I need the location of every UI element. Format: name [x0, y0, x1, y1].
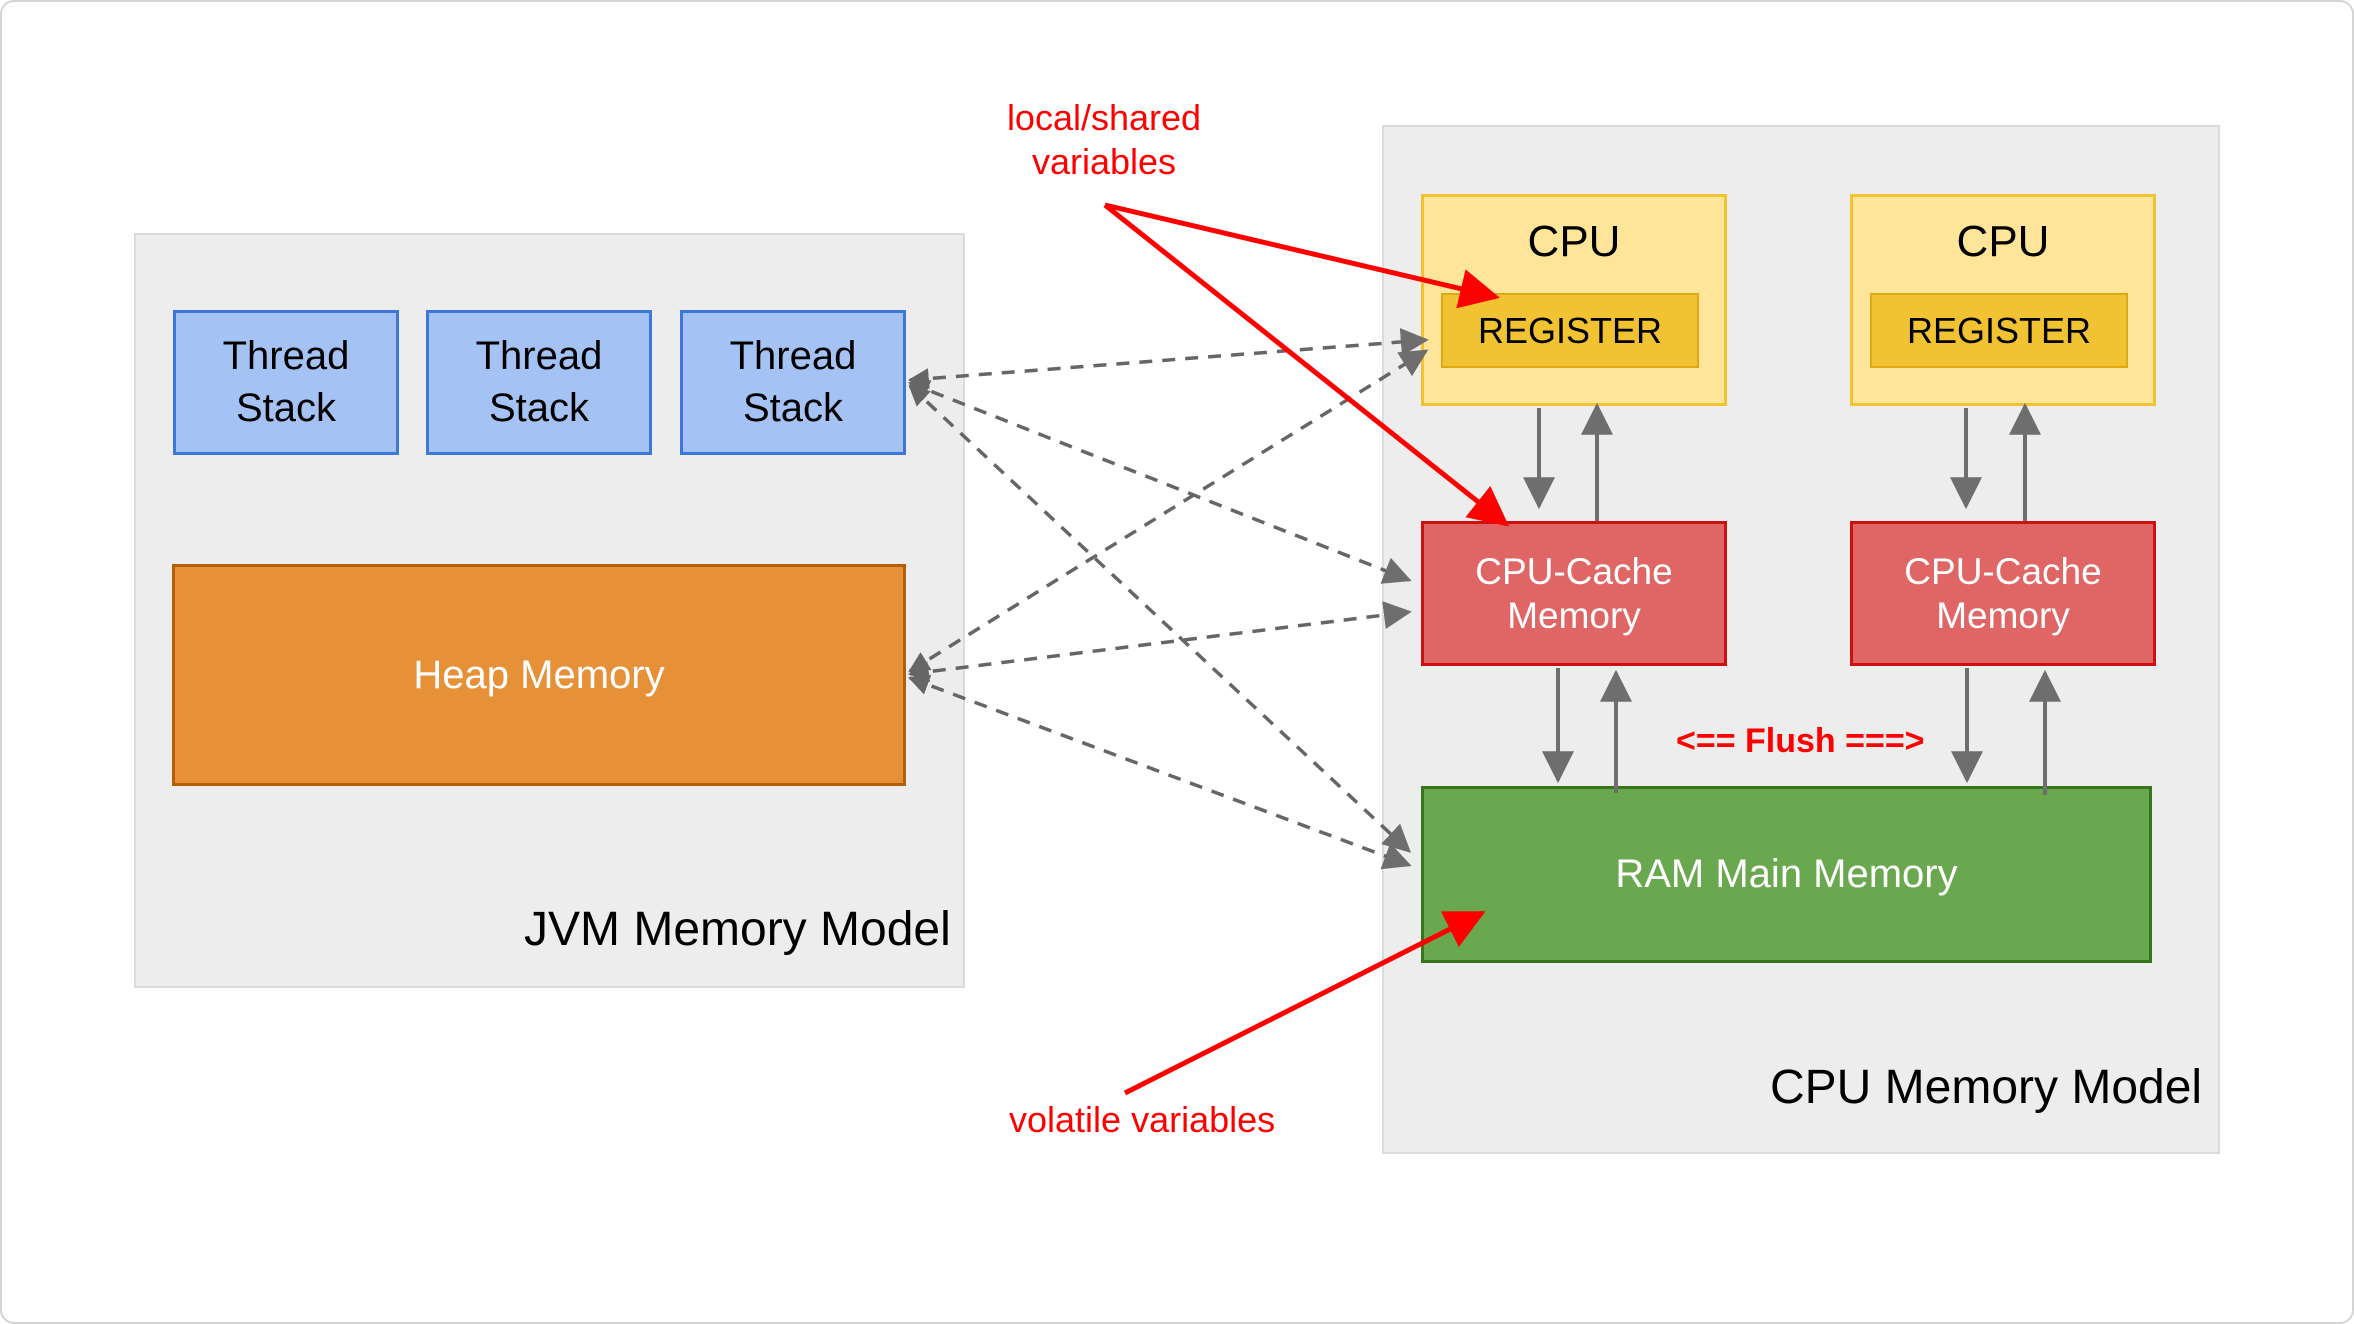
- register-box-2: REGISTER: [1870, 293, 2128, 368]
- dashed-arrow-threadstack-ram: [908, 384, 1412, 853]
- dashed-arrow-heap-cache: [907, 601, 1412, 683]
- annotation-local-shared-variables: local/shared variables: [1006, 97, 1202, 182]
- thread-stack-box-3: Thread Stack: [680, 310, 906, 455]
- dashed-arrow-threadstack-register: [907, 327, 1429, 390]
- dashed-arrows-group: [907, 327, 1429, 870]
- annotation-volatile-variables: volatile variables: [1009, 1099, 1276, 1140]
- flush-label: <== Flush ===>: [1676, 722, 1925, 760]
- cpu-panel-title: CPU Memory Model: [1770, 1061, 2203, 1114]
- dashed-arrow-threadstack-cache: [908, 380, 1412, 584]
- cpu-label-2: CPU: [1956, 217, 2050, 266]
- cpu-cache-box-2: CPU-Cache Memory: [1850, 521, 2156, 666]
- cpu-label-1: CPU: [1527, 217, 1621, 266]
- thread-stack-box-2: Thread Stack: [426, 310, 652, 455]
- jvm-panel-title: JVM Memory Model: [524, 903, 951, 956]
- dashed-arrow-heap-register: [908, 349, 1429, 673]
- dashed-arrow-heap-ram: [908, 674, 1412, 870]
- cpu-cache-box-1: CPU-Cache Memory: [1421, 521, 1727, 666]
- ram-main-memory-box: RAM Main Memory: [1421, 786, 2152, 963]
- thread-stack-box-1: Thread Stack: [173, 310, 399, 455]
- heap-memory-box: Heap Memory: [172, 564, 906, 786]
- register-box-1: REGISTER: [1441, 293, 1699, 368]
